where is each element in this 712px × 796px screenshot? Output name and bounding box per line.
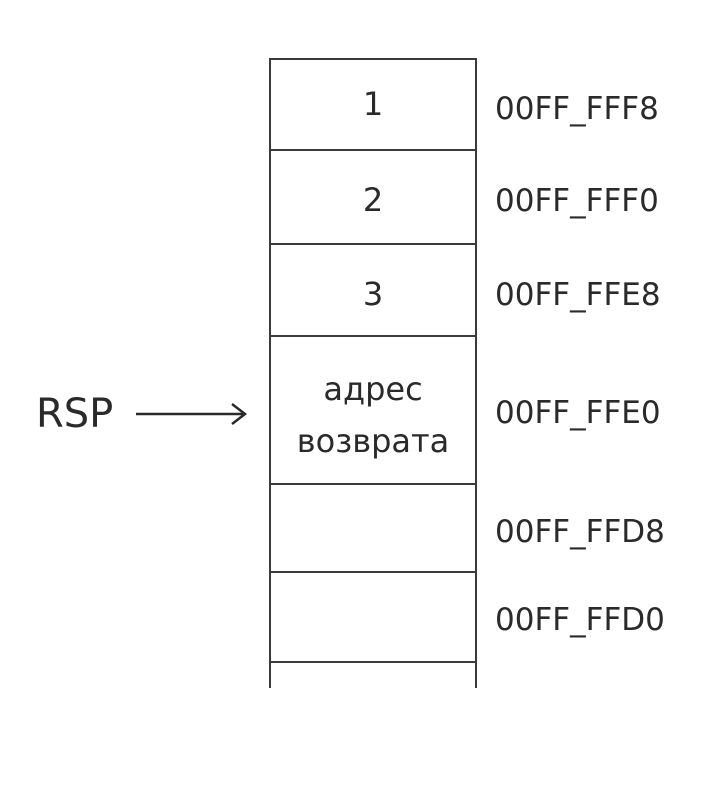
address-label-1: 00FF_FFF8	[495, 91, 659, 127]
stack-cell-3-value: 3	[362, 275, 384, 313]
address-label-4: 00FF_FFE0	[495, 395, 661, 431]
pointer-arrow-icon	[136, 403, 248, 425]
stack-top-line	[269, 58, 477, 60]
stack-cell-1-value: 1	[362, 85, 384, 123]
cell-divider-4	[269, 483, 477, 485]
cell-divider-3	[269, 335, 477, 337]
address-label-6: 00FF_FFD0	[495, 602, 665, 638]
return-address-line-2: возврата	[296, 422, 450, 460]
stack-cell-2-value: 2	[362, 181, 384, 219]
address-label-5: 00FF_FFD8	[495, 514, 665, 550]
return-address-line-1: адрес	[323, 370, 423, 408]
stack-side-borders	[269, 58, 477, 688]
cell-divider-5	[269, 571, 477, 573]
rsp-label: RSP	[36, 391, 114, 437]
stack-column: 1 2 3 адрес возврата	[269, 58, 477, 688]
address-label-2: 00FF_FFF0	[495, 183, 659, 219]
cell-divider-1	[269, 149, 477, 151]
cell-divider-2	[269, 243, 477, 245]
address-label-3: 00FF_FFE8	[495, 277, 661, 313]
cell-divider-6	[269, 661, 477, 663]
